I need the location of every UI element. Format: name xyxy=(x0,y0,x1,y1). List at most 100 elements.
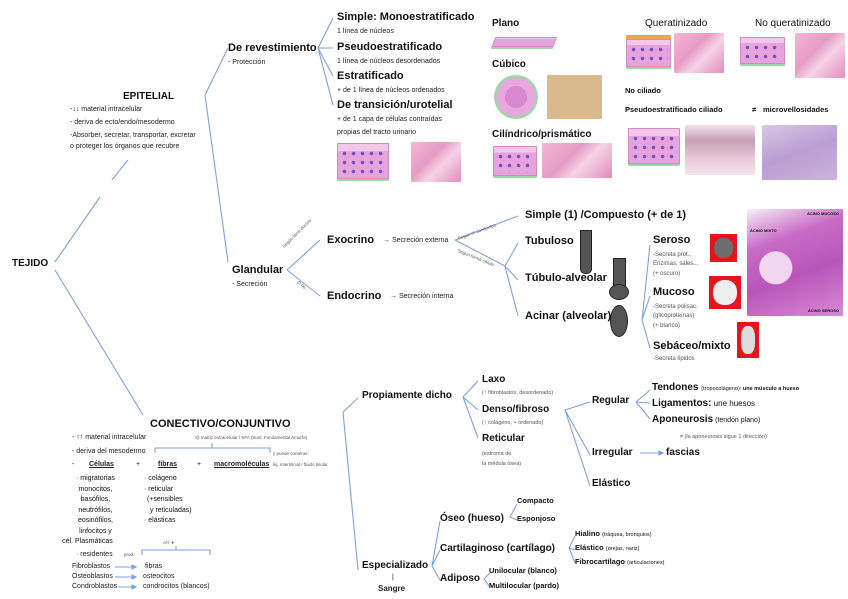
irregular-label: Irregular xyxy=(592,447,633,458)
line-regular-fan xyxy=(635,389,651,420)
mucoso-acinus-icon xyxy=(709,276,741,309)
plus: + xyxy=(136,461,141,468)
tubulo-alveolar-alveolus-icon xyxy=(609,284,629,300)
cubico-micrograph-image xyxy=(547,75,602,119)
residente-product: condrocitos (blancos) xyxy=(143,583,210,590)
label-queratinizado: Queratinizado xyxy=(645,18,708,29)
adiposo-child: Unilocular (blanco) xyxy=(489,566,557,575)
root-node: TEJIDO xyxy=(12,258,49,269)
cart-child: Fibrocartílago (articulaciones) xyxy=(575,557,665,566)
list-item: eosinófilos, xyxy=(77,517,113,524)
acino-note: (+ blanco) xyxy=(653,323,680,329)
epitelial-title: EPITELIAL xyxy=(123,91,175,102)
line-epitelial-branches xyxy=(204,47,229,263)
queratinizado-diagram-image xyxy=(626,35,671,69)
cart-child-label: Hialino xyxy=(575,529,601,538)
residente-product: fibras xyxy=(145,563,163,570)
bracket-matriz xyxy=(154,443,271,453)
type-note: + de 1 línea de núcleos ordenados xyxy=(337,87,445,94)
fibras-list: · colágeno · reticular (+sensibles y ret… xyxy=(144,474,192,527)
list-item: · migratorias xyxy=(76,475,115,482)
aponeurosis-label: Aponeurosis xyxy=(652,414,714,425)
conectivo-note: - deriva del mesodermo xyxy=(72,448,146,455)
aponeurosis-desc: (tendón plano) xyxy=(713,417,761,424)
glandular-note: - Secreción xyxy=(232,281,268,288)
cart-child-label: Fibrocartílago xyxy=(575,557,626,566)
revestimiento-title: De revestimiento xyxy=(228,42,317,54)
ligamentos-item: Ligamentos: une huesos xyxy=(652,398,755,409)
list-item: · reticular xyxy=(144,485,174,493)
epitelial-note: - deriva de ecto/endo/mesodermo xyxy=(70,119,175,126)
tendones-label: Tendones xyxy=(652,382,699,393)
simple-compuesto: Simple (1) /Compuesto (+ de 1) xyxy=(525,209,687,221)
line-conectivo-branches xyxy=(342,397,359,571)
form-tubulo-alveolar: Túbulo-alveolar xyxy=(525,272,607,284)
cilindrico-micrograph-image xyxy=(542,143,612,178)
adiposo-label: Adiposo xyxy=(440,573,480,584)
cart-child: Hialino (tráquea, bronquios) xyxy=(575,529,652,538)
label-pseudo-ciliado: Pseudoestratificado ciliado xyxy=(625,105,723,114)
micro-label: ÁCINO MUCOSO xyxy=(807,211,839,216)
exocrino-arrow: → Secreción externa xyxy=(383,237,449,244)
acino-note: Enzimas, sales... xyxy=(653,261,699,267)
divider: | xyxy=(392,574,394,581)
plus: + xyxy=(197,461,202,468)
line-exocrino-fan xyxy=(454,215,519,267)
side-note: @ matriz extracelular / SFA (Sust. Funda… xyxy=(195,435,308,440)
mixto-acinus-icon xyxy=(737,322,759,358)
list-item: · elásticas xyxy=(144,517,176,524)
list-item: basófilos, xyxy=(80,496,111,503)
laxo-label: Laxo xyxy=(482,374,506,385)
type-simple: Simple: Monoestratificado xyxy=(337,11,475,23)
list-item: cél. Plasmáticas xyxy=(62,538,113,545)
acino-note: (glicoproteínas) xyxy=(653,313,695,319)
neq-symbol: ≠ xyxy=(752,105,757,114)
reticular-label: Reticular xyxy=(482,433,525,444)
sangre-label: Sangre xyxy=(378,584,406,593)
aponeurosis-item: Aponeurosis (tendón plano) xyxy=(652,414,760,425)
queratinizado-micrograph-image xyxy=(674,33,724,73)
line-propiamente-fan xyxy=(462,380,479,439)
residentes-label: · residentes xyxy=(76,551,113,558)
acini-micrograph-image: ÁCINO MUCOSO ÁCINO MIXTO ÁCINO SEROSO xyxy=(747,209,843,316)
transitional-diagram-image xyxy=(337,143,389,181)
cartilaginoso-label: Cartilaginoso (cartílago) xyxy=(440,543,556,554)
line-adiposo-fan xyxy=(483,572,491,588)
micro-label: ÁCINO SEROSO xyxy=(807,307,839,313)
type-note: + de 1 capa de células contraídas xyxy=(337,116,442,123)
migratorias-list: · migratorias monocitos, basófilos, neut… xyxy=(62,474,115,548)
acino-note: -Secreta lípidos xyxy=(653,356,695,362)
side-note: y puede contener: xyxy=(273,451,310,456)
exocrino-label: Exocrino xyxy=(327,234,375,246)
components-cells: Células xyxy=(89,461,114,468)
components-fibers: fibras xyxy=(158,461,178,468)
especializado-title: Especializado xyxy=(362,560,429,571)
ligamentos-label: Ligamentos: xyxy=(652,398,712,409)
denso-label: Denso/fibroso xyxy=(482,404,550,415)
tendones-note: (tropocolágeno): xyxy=(701,386,742,392)
reticular-note: la médula ósea) xyxy=(482,461,522,467)
form-tubuloso: Tubuloso xyxy=(525,235,574,247)
micro-label: ÁCINO MIXTO xyxy=(750,228,777,233)
type-note: 1 línea de núcleos desordenados xyxy=(337,58,441,65)
seroso-acinus-icon xyxy=(710,234,737,262)
tendones-item: Tendones (tropocolágeno): une músculo a … xyxy=(652,382,799,393)
shape-cilindrico: Cilíndrico/prismático xyxy=(492,129,592,140)
laxo-note: (↑ fibroblastos, desordenado) xyxy=(482,390,554,396)
acino-mucoso: Mucoso xyxy=(653,286,695,298)
plano-image xyxy=(490,37,558,49)
line-oseo-fan xyxy=(509,503,518,521)
no-queratinizado-micrograph-image xyxy=(795,33,845,78)
residente-cell: Osteoblastos xyxy=(72,573,113,580)
list-item: neutrófilos, xyxy=(78,506,113,514)
cel-note: cél. ● xyxy=(163,540,174,545)
type-note: propias del tracto urinario xyxy=(337,129,416,136)
residente-cell: Condroblastos xyxy=(72,583,118,590)
pseudo-diagram-image xyxy=(628,128,680,166)
tubuloso-icon xyxy=(580,230,592,274)
acino-note: (+ oscuro) xyxy=(653,271,681,277)
type-transicion: De transición/urotelial xyxy=(337,99,453,111)
cart-child-note: (articulaciones) xyxy=(627,560,665,566)
